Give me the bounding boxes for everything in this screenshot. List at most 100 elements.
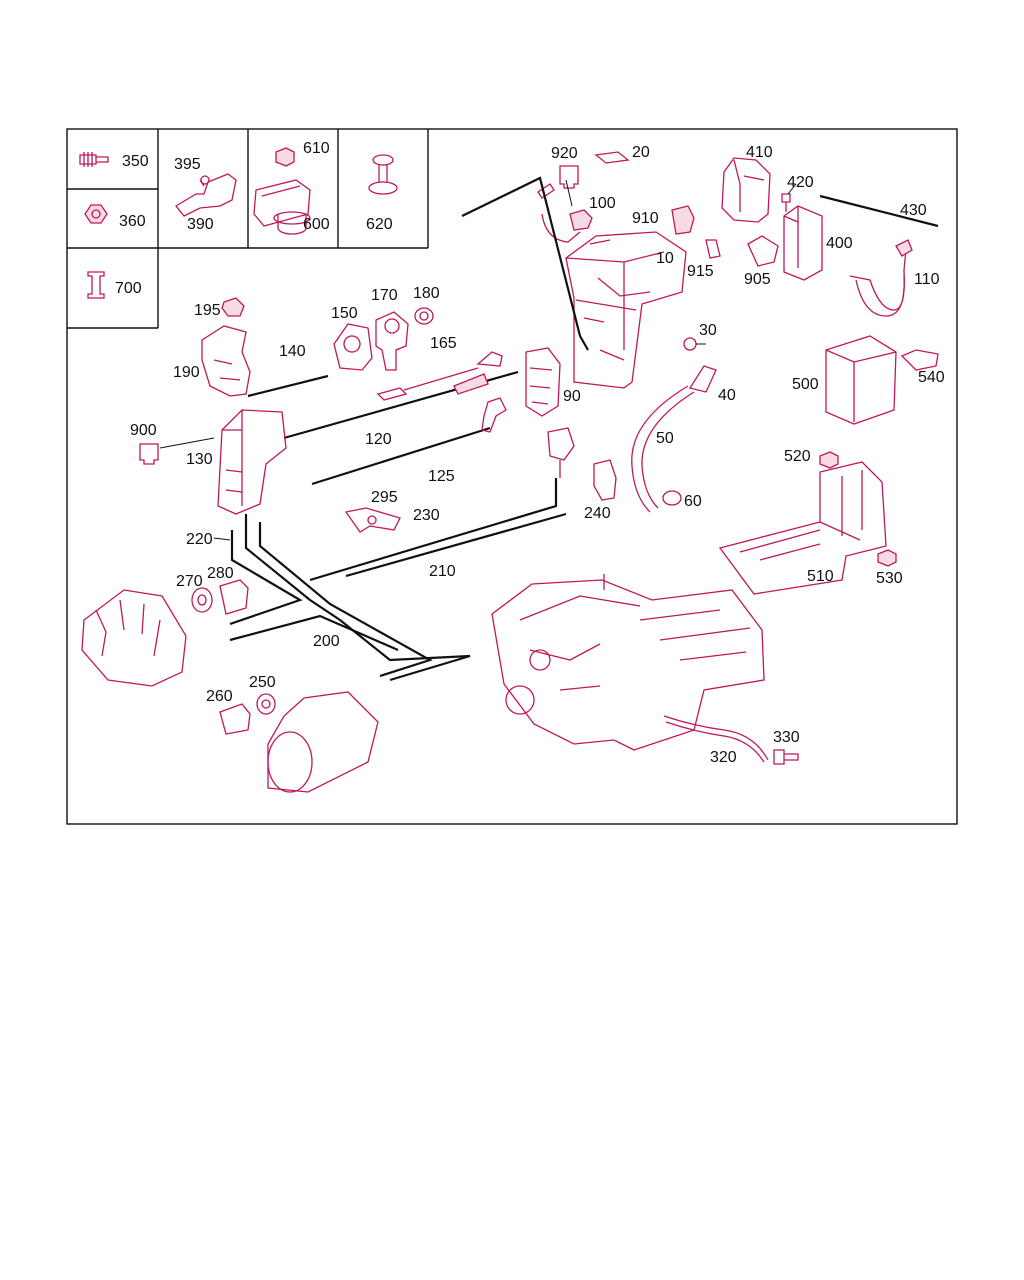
label-60: 60 bbox=[684, 493, 702, 510]
label-410: 410 bbox=[746, 144, 773, 161]
label-420: 420 bbox=[787, 174, 814, 191]
connector-920 bbox=[559, 165, 579, 189]
label-150: 150 bbox=[331, 305, 358, 322]
cable-end-near-920 bbox=[537, 183, 555, 199]
label-530: 530 bbox=[876, 570, 903, 587]
label-600: 600 bbox=[303, 216, 330, 233]
nut-270 bbox=[191, 587, 213, 613]
label-200: 200 bbox=[313, 633, 340, 650]
label-395: 395 bbox=[174, 156, 201, 173]
connector-900 bbox=[139, 443, 159, 465]
battery-10 bbox=[565, 231, 687, 389]
cap-280 bbox=[219, 579, 249, 615]
label-130: 130 bbox=[186, 451, 213, 468]
label-520: 520 bbox=[784, 448, 811, 465]
label-180: 180 bbox=[413, 285, 440, 302]
label-260: 260 bbox=[206, 688, 233, 705]
tray-510 bbox=[718, 461, 887, 595]
diagram-frame bbox=[66, 128, 958, 825]
connector-910 bbox=[671, 205, 695, 235]
nut-195 bbox=[221, 297, 245, 317]
label-920: 920 bbox=[551, 145, 578, 162]
label-320: 320 bbox=[710, 749, 737, 766]
label-170: 170 bbox=[371, 287, 398, 304]
bracket-410 bbox=[721, 157, 771, 223]
label-165: 165 bbox=[430, 335, 457, 352]
label-700: 700 bbox=[115, 280, 142, 297]
label-240: 240 bbox=[584, 505, 611, 522]
label-270: 270 bbox=[176, 573, 203, 590]
cable-165 bbox=[376, 351, 503, 401]
hose-50 bbox=[631, 385, 695, 513]
label-400: 400 bbox=[826, 235, 853, 252]
label-360: 360 bbox=[119, 213, 146, 230]
relay-near-240 bbox=[547, 427, 575, 478]
label-50: 50 bbox=[656, 430, 674, 447]
bracket-390 bbox=[175, 173, 237, 217]
label-350: 350 bbox=[122, 153, 149, 170]
label-915: 915 bbox=[687, 263, 714, 280]
label-900: 900 bbox=[130, 422, 157, 439]
hose-40 bbox=[688, 365, 717, 393]
spacer-700 bbox=[87, 271, 105, 299]
cable-110 bbox=[849, 239, 913, 317]
label-30: 30 bbox=[699, 322, 717, 339]
alternator bbox=[81, 589, 187, 687]
terminal-100 bbox=[541, 209, 593, 243]
label-540: 540 bbox=[918, 369, 945, 386]
label-905: 905 bbox=[744, 271, 771, 288]
bracket-295 bbox=[344, 507, 401, 533]
holder-600 bbox=[253, 179, 311, 235]
plug-620 bbox=[368, 154, 398, 195]
label-500: 500 bbox=[792, 376, 819, 393]
connector-915 bbox=[705, 239, 721, 259]
part-labels: 350 360 700 395 390 610 600 620 920 20 1… bbox=[115, 140, 945, 766]
leader-lines bbox=[159, 179, 797, 541]
label-125: 125 bbox=[428, 468, 455, 485]
nut-520 bbox=[819, 451, 839, 469]
bolt-350 bbox=[79, 152, 109, 167]
cap-180 bbox=[414, 307, 434, 325]
label-120: 120 bbox=[365, 431, 392, 448]
label-110: 110 bbox=[914, 271, 940, 288]
label-910: 910 bbox=[632, 210, 659, 227]
terminal-240 bbox=[593, 459, 617, 501]
label-330: 330 bbox=[773, 729, 800, 746]
battery-500 bbox=[825, 335, 897, 425]
label-610: 610 bbox=[303, 140, 330, 157]
label-40: 40 bbox=[718, 387, 736, 404]
label-20 bbox=[594, 151, 630, 164]
engine-assembly bbox=[491, 574, 765, 751]
bolt-330 bbox=[773, 749, 799, 765]
starter bbox=[267, 691, 379, 793]
label-100: 100 bbox=[589, 195, 616, 212]
fuse-box-130 bbox=[217, 409, 287, 515]
label-210: 210 bbox=[429, 563, 456, 580]
relay-150 bbox=[333, 323, 373, 371]
label-20: 20 bbox=[632, 144, 650, 161]
label-195: 195 bbox=[194, 302, 221, 319]
terminal-near-90 bbox=[481, 397, 507, 433]
cable-320 bbox=[663, 715, 769, 763]
grommet-60 bbox=[662, 490, 682, 506]
bracket-90 bbox=[525, 347, 561, 417]
label-10: 10 bbox=[656, 250, 674, 267]
label-295: 295 bbox=[371, 489, 398, 506]
label-280: 280 bbox=[207, 565, 234, 582]
label-250: 250 bbox=[249, 674, 276, 691]
label-390: 390 bbox=[187, 216, 214, 233]
module-400 bbox=[783, 205, 823, 281]
cap-260 bbox=[219, 703, 251, 735]
label-90: 90 bbox=[563, 388, 581, 405]
sensor-170 bbox=[375, 311, 409, 371]
label-430: 430 bbox=[900, 202, 927, 219]
nut-360 bbox=[84, 204, 108, 224]
label-510: 510 bbox=[807, 568, 834, 585]
bracket-190 bbox=[201, 325, 251, 397]
label-230: 230 bbox=[413, 507, 440, 524]
screw-420 bbox=[781, 193, 791, 212]
label-140: 140 bbox=[279, 343, 306, 360]
label-220: 220 bbox=[186, 531, 213, 548]
bracket-905 bbox=[747, 235, 779, 267]
